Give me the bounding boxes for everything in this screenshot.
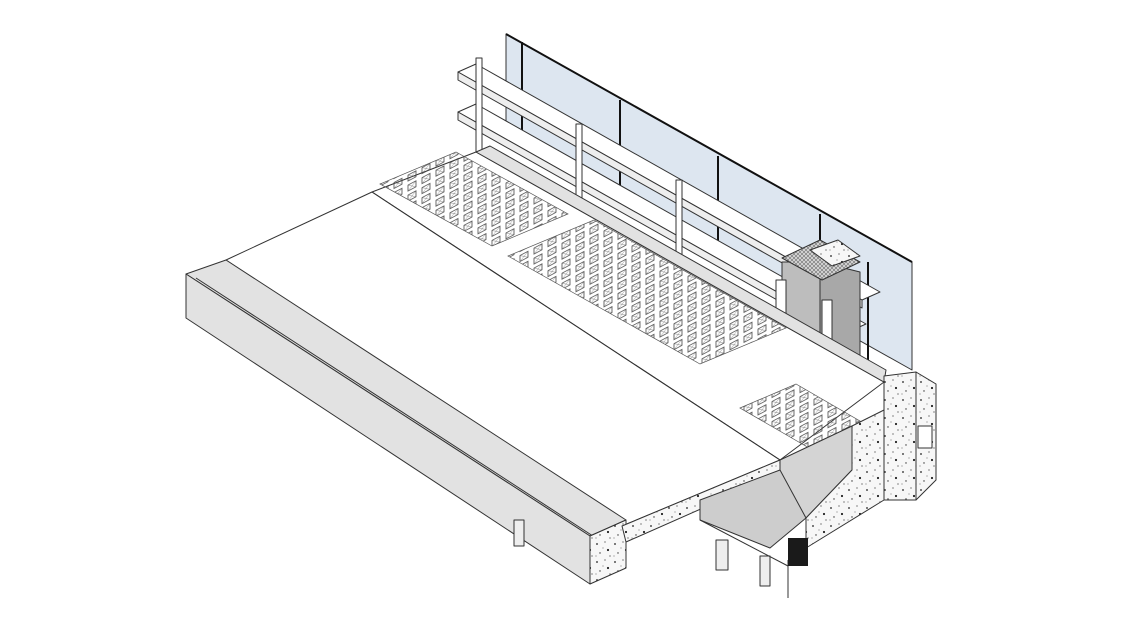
horizontal-rails [457,57,881,341]
insulation-block [788,538,808,566]
platform-coping-edge [185,259,627,585]
concrete-upstand [805,371,937,549]
tactile-paving-2 [507,219,787,365]
drainage-channel [699,425,853,549]
tactile-paving-1 [379,151,569,247]
soffit-fixings [513,519,808,598]
